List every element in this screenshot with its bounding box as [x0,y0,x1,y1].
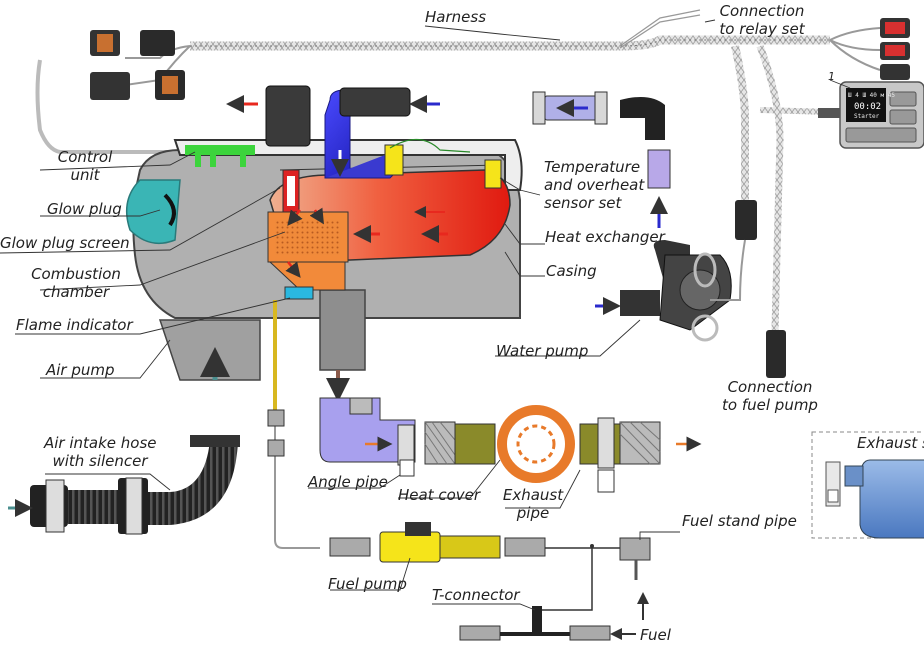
flame-indicator [284,286,314,300]
label-connection-relay-line1: Connection [719,2,805,20]
exhaust-silencer-box [811,431,924,539]
harness-connectors [90,18,910,378]
label-casing: Casing [546,262,597,280]
water-pump [595,239,746,342]
label-temperature-sensor: Temperature and overheat sensor set [544,158,644,212]
label-connection-relay-line2: to relay set [719,20,805,38]
sensor-pipe-top [532,91,608,125]
label-control-unit-line1: Control [57,148,113,166]
label-fuel: Fuel [640,626,671,644]
label-temperature-sensor-line3: sensor set [544,194,622,212]
label-heat-cover: Heat cover [398,486,481,504]
fuel-line [267,300,651,641]
label-connection-fuel-pump-line1: Connection [727,378,813,396]
controller-screen-line3: Starter [854,113,880,120]
label-glow-plug: Glow plug [47,200,122,218]
label-control-unit-line2: unit [70,166,100,184]
label-control-unit: Control unit [50,148,120,184]
temp-sensor-fitting [620,96,671,228]
label-angle-pipe: Angle pipe [308,473,388,491]
label-air-pump: Air pump [46,361,115,379]
label-combustion-chamber: Combustion chamber [28,265,124,301]
label-combustion-chamber-line2: chamber [42,283,110,301]
control-unit-board [185,145,255,167]
controller [818,79,924,149]
glow-plug [282,169,300,213]
combustion-chamber [267,211,349,291]
coolant-path [265,85,411,179]
label-air-intake-hose: Air intake hose with silencer [44,434,157,470]
label-fuel-stand-pipe: Fuel stand pipe [682,512,797,530]
exhaust-line [319,397,702,493]
air-intake-hose [8,435,240,535]
label-heat-exchanger: Heat exchanger [545,228,665,246]
label-exhaust-pipe-line1: Exhaust [502,486,564,504]
label-air-intake-hose-line2: with silencer [52,452,148,470]
harness [35,9,881,331]
label-harness: Harness [425,8,487,26]
label-fuel-pump: Fuel pump [328,575,407,593]
label-connection-fuel-pump: Connection to fuel pump [722,378,818,414]
label-controller-number: 1 [828,70,835,83]
label-connection-fuel-pump-line2: to fuel pump [722,396,818,414]
label-temperature-sensor-line2: and overheat [544,176,645,194]
label-t-connector: T-connector [432,586,520,604]
label-combustion-chamber-line1: Combustion [31,265,121,283]
label-connection-relay: Connection to relay set [712,2,812,38]
label-flame-indicator: Flame indicator [16,316,133,334]
temperature-sensors [384,138,502,189]
label-air-intake-hose-line1: Air intake hose [44,434,157,452]
label-water-pump: Water pump [496,342,589,360]
leader-lines [0,19,716,611]
controller-screen-line2: 00:02 [854,102,882,112]
label-exhaust-silencer: Exhaust s [857,434,924,452]
label-exhaust-pipe-line2: pipe [516,504,550,522]
label-glow-plug-screen: Glow plug screen [0,234,130,252]
label-temperature-sensor-line1: Temperature [544,158,641,176]
controller-screen-line1: Ш 4 Ш 40 м 45 [848,92,895,99]
label-exhaust-pipe: Exhaust pipe [500,486,566,522]
flow-arrows [200,95,448,402]
